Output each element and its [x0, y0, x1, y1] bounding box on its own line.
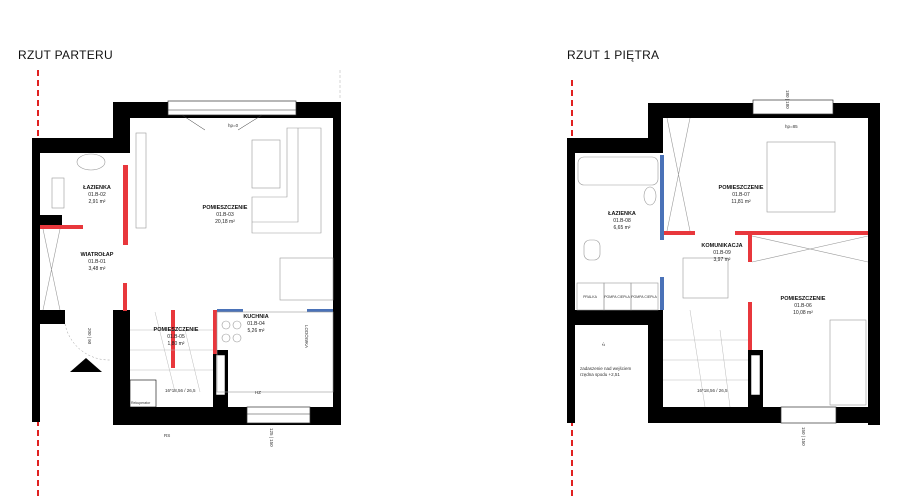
door-dimensions: 200 | 90: [87, 328, 92, 345]
wall: [113, 310, 130, 425]
partition-wall: [748, 235, 752, 262]
room-area: 3,48 m²: [89, 266, 106, 272]
sill-height: hp=0: [228, 123, 239, 128]
bed-double: [766, 141, 836, 213]
bathtub-icon: [577, 156, 659, 186]
room-code: 01.B-02: [88, 192, 106, 198]
window-dimensions: 150 | 150: [801, 427, 806, 446]
room-code: 01.B-05: [167, 334, 185, 340]
kitchen-wall: [217, 309, 243, 312]
room-area: 20,18 m²: [215, 219, 235, 225]
slope-label: -2: [601, 342, 606, 346]
room-code: 01.B-09: [713, 250, 731, 256]
entrance-arrow-icon: [70, 358, 102, 372]
partition-wall: [735, 231, 868, 235]
wall-left: [567, 138, 575, 423]
window-bottom: [780, 406, 837, 424]
hz-label: HZ: [255, 390, 261, 395]
window-dimensions: 125 | 150: [269, 428, 274, 447]
recuperator-label: Rekuperator: [131, 401, 151, 405]
sill-height: hp=85: [785, 124, 798, 129]
ground-floor-title: RZUT PARTERU: [18, 48, 113, 62]
stairs: [130, 311, 213, 393]
window-top: [752, 99, 834, 115]
bathroom-wall: [660, 155, 664, 240]
door-swing: [181, 114, 263, 131]
wall: [648, 310, 663, 423]
room-code: 01.B-06: [794, 303, 812, 309]
partition-wall: [748, 302, 752, 350]
room-area: 2,91 m²: [89, 199, 106, 205]
room-code: 01.B-01: [88, 259, 106, 265]
wall: [567, 310, 663, 325]
first-floor-title: RZUT 1 PIĘTRA: [567, 48, 659, 62]
bed-single: [829, 319, 867, 406]
partition-wall: [123, 283, 127, 311]
room-code: 01.B-08: [613, 218, 631, 224]
room-name: KOMUNIKACJA: [701, 243, 742, 249]
wall-bottom: [648, 407, 880, 423]
toilet-icon: [583, 239, 601, 261]
room-name: ŁAZIENKA: [83, 185, 111, 191]
stairs-dimensions: 16*18,56 / 26,5: [165, 388, 196, 393]
room-name: POMIESZCZENIE: [719, 185, 764, 191]
room-area: 5,26 m²: [248, 328, 265, 334]
room-area: 11,81 m²: [731, 199, 751, 205]
room-code: 01.B-03: [216, 212, 234, 218]
appliance-label: PRALKA: [583, 295, 597, 299]
room-name: WIATROŁAP: [81, 252, 114, 258]
fridge-label: LODÓWKA: [304, 325, 310, 348]
room-area: 6,65 m²: [614, 225, 631, 231]
window-kitchen: [246, 406, 311, 424]
coffee-table: [251, 139, 281, 189]
stairs: [663, 309, 748, 408]
room-name: ŁAZIENKA: [608, 211, 636, 217]
wardrobe: [135, 132, 147, 229]
wall: [567, 138, 663, 153]
kitchen-counter: [216, 311, 334, 393]
room-area: 1,80 m²: [168, 341, 185, 347]
stairs-dimensions: 16*18,56 / 26,5: [697, 388, 728, 393]
room-name: POMIESZCZENIE: [781, 296, 826, 302]
partition-wall: [171, 310, 175, 368]
toilet-icon: [51, 177, 65, 209]
room-code: 01.B-07: [732, 192, 750, 198]
canopy-note: rzędna spodu +2,51: [580, 372, 620, 377]
washbasin-icon: [76, 153, 106, 171]
sofa: [251, 127, 322, 234]
room-code: 01.B-04: [247, 321, 265, 327]
washbasin-icon: [643, 186, 657, 206]
wardrobe: [666, 117, 691, 232]
kitchen-wall: [307, 309, 333, 312]
bathroom-wall: [660, 277, 664, 310]
ground-floor-plan: RZUT PARTERU: [18, 48, 341, 500]
wall: [32, 310, 65, 324]
room-area: 3,97 m²: [714, 257, 731, 263]
partition-wall: [123, 165, 128, 245]
dining-table: [279, 257, 334, 301]
window-top: [167, 100, 297, 116]
partition-wall: [664, 231, 695, 235]
wall-right: [868, 103, 880, 425]
wardrobe: [751, 235, 869, 263]
appliance-label: POMPA CIEPŁA: [631, 295, 657, 299]
partition-wall: [40, 225, 83, 229]
room-name: KUCHNIA: [243, 314, 268, 320]
appliance-label: POMPA CIEPŁA: [604, 295, 630, 299]
rs-label: RS: [164, 433, 170, 438]
stair-opening: [682, 257, 729, 299]
canopy-note: zadaszenie nad wejściem: [580, 366, 632, 371]
closet: [42, 228, 61, 311]
partition-wall: [213, 310, 217, 354]
first-floor-plan: RZUT 1 PIĘTRA PRALKA POMPA CIEPŁA POMP: [567, 48, 880, 500]
room-name: POMIESZCZENIE: [154, 327, 199, 333]
wall: [32, 138, 130, 153]
wall-left: [32, 138, 40, 422]
room-area: 10,08 m²: [793, 310, 813, 316]
window-dimensions: 180 | 180: [785, 90, 790, 109]
wall-right: [333, 102, 341, 425]
recuperator: [129, 379, 157, 408]
room-name: POMIESZCZENIE: [203, 205, 248, 211]
